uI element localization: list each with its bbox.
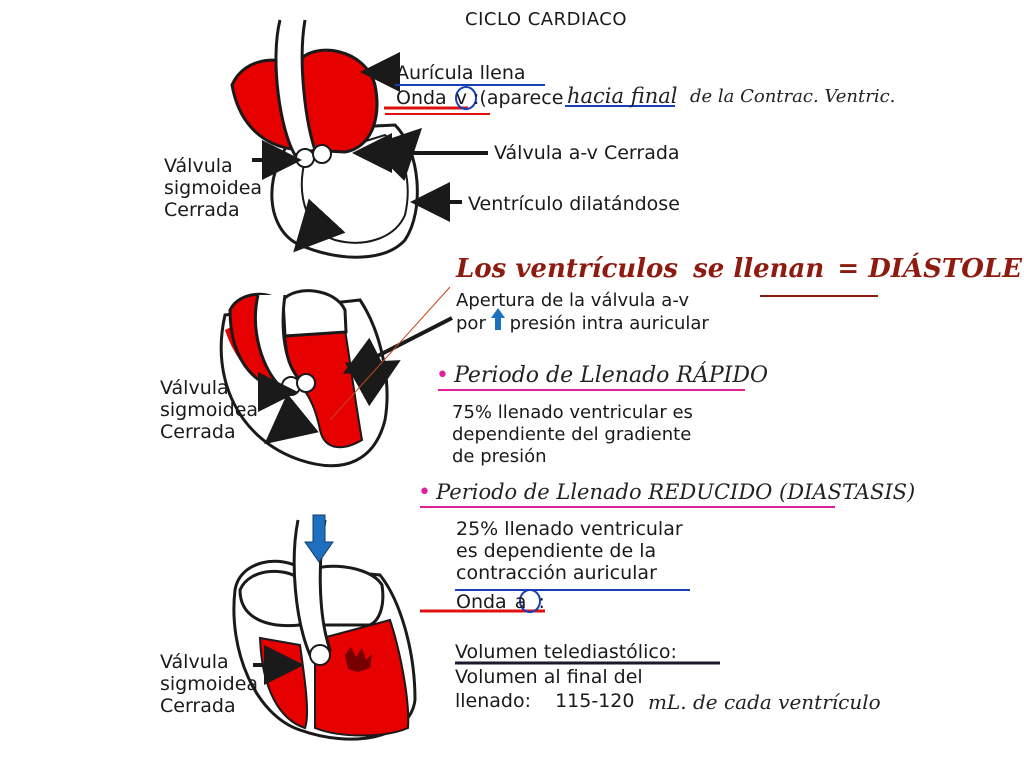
wave-v-letter: v: [455, 87, 467, 109]
label-av-opening: Apertura de la válvula a-v: [456, 290, 689, 311]
rapid-filling-title: • Periodo de Llenado RÁPIDO: [436, 363, 769, 388]
handnote-toward-end: hacia final: [567, 84, 678, 108]
heart-3-right-ventricle: [314, 618, 410, 737]
end-diastolic-volume-value: 115-120: [555, 690, 635, 712]
label-atrium-full: Aurícula llena: [396, 62, 526, 84]
down-arrow-icon: [304, 514, 334, 563]
heart-2-right-atrium-top: [281, 289, 348, 338]
label-sigmoid-valve-2: Válvula sigmoidea Cerrada: [160, 377, 259, 443]
end-diastolic-volume-title: Volumen telediastólico:: [455, 641, 677, 663]
end-diastolic-volume-text: Volumen al final del: [455, 666, 643, 688]
end-diastolic-volume-line2: llenado: 115-120: [455, 690, 635, 712]
end-diastolic-volume-handnote: mL. de cada ventrículo: [648, 690, 881, 714]
heart-3-left-ventricle: [258, 636, 309, 730]
label-wave-a: Onda a :: [456, 591, 545, 613]
wave-a-letter: a: [514, 591, 527, 613]
diastole-heading: Los ventrículos se llenan = DIÁSTOLE: [456, 254, 1022, 284]
label-wave-v: Onda v:(aparece: [396, 87, 564, 109]
label-av-valve-closed: Válvula a-v Cerrada: [494, 142, 680, 164]
page-title: CICLO CARDIACO: [465, 9, 628, 30]
label-atrial-pressure: por presión intra auricular: [456, 313, 709, 334]
label-sigmoid-valve-1: Válvula sigmoidea Cerrada: [164, 155, 263, 221]
label-ventricle-dilating: Ventrículo dilatándose: [468, 193, 680, 215]
reduced-filling-text: 25% llenado ventricular es dependiente d…: [456, 518, 683, 584]
handnote-ventricular-contraction: de la Contrac. Ventric.: [690, 86, 896, 107]
heart-1: [230, 19, 423, 259]
up-arrow-icon: [491, 308, 505, 330]
heart-3: [232, 519, 417, 741]
reduced-filling-title: • Periodo de Llenado REDUCIDO (DIASTASIS…: [418, 480, 916, 505]
rapid-filling-text: 75% llenado ventricular es dependiente d…: [452, 402, 693, 467]
label-sigmoid-valve-3: Válvula sigmoidea Cerrada: [160, 651, 259, 717]
